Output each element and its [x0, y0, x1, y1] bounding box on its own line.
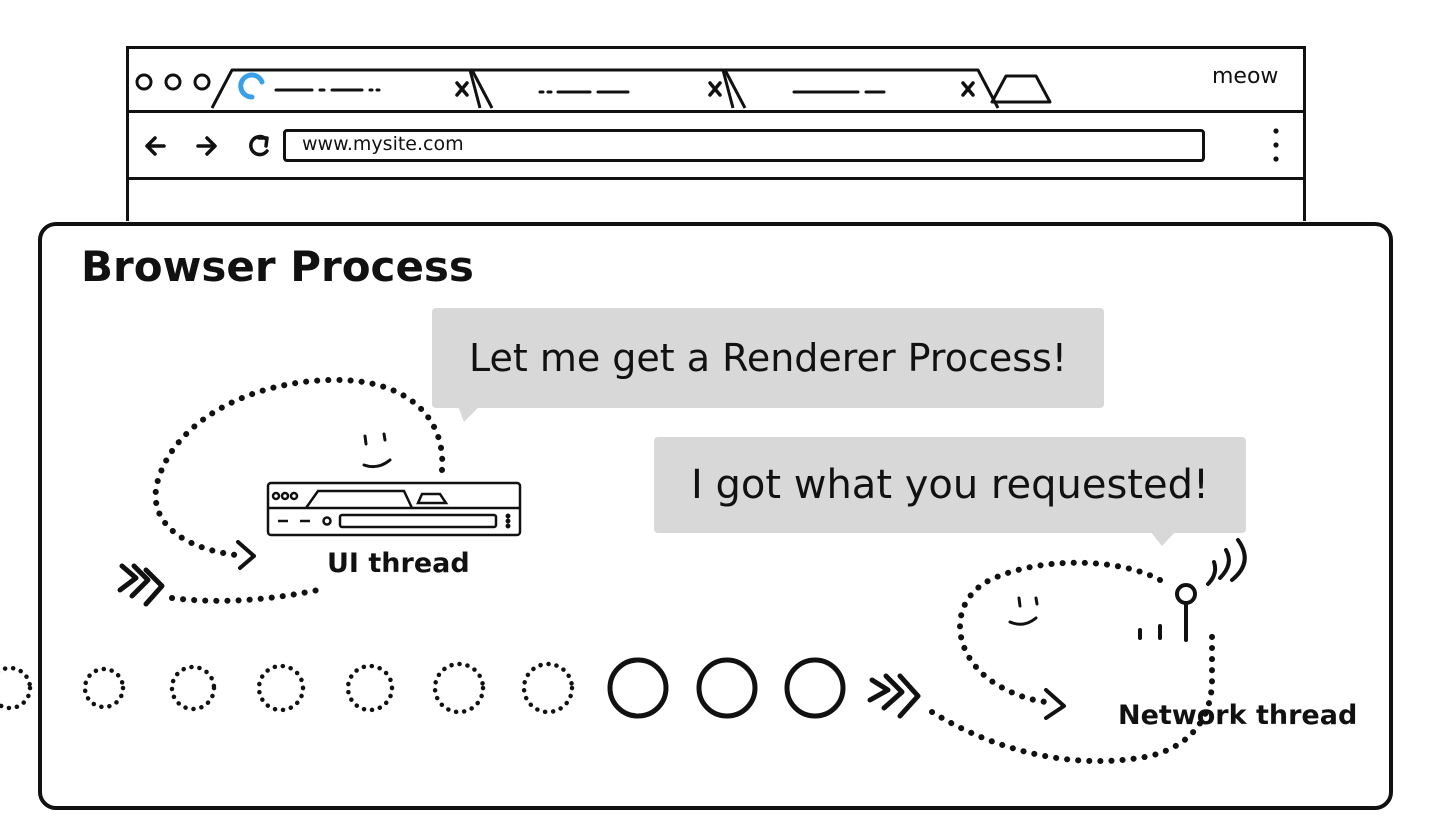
- queue-circle-solid: [784, 657, 846, 719]
- network-thread-face: [1008, 596, 1039, 626]
- brand-label: meow: [1212, 64, 1279, 89]
- ui-thread-label: UI thread: [327, 548, 470, 579]
- ui-tail-dots: [169, 587, 321, 604]
- tab-bar-divider: [129, 110, 1303, 113]
- ui-thread-speech-bubble: Let me get a Renderer Process!: [432, 308, 1104, 408]
- window-control-dot: [135, 73, 153, 91]
- reload-icon: [249, 134, 269, 157]
- network-chevrons-icon: [867, 673, 921, 719]
- new-tab-icon: [990, 74, 1052, 104]
- queue-circle-dotted: [345, 663, 395, 713]
- mini-browser-icon: [266, 481, 522, 537]
- window-controls: [135, 73, 211, 91]
- queue-solid-circles: [607, 657, 846, 719]
- forward-arrow-icon: [196, 136, 217, 156]
- ui-chevrons-icon: [117, 563, 165, 607]
- queue-circle-solid: [696, 657, 758, 719]
- queue-circle-dotted: [432, 661, 486, 715]
- ui-arrowhead: [236, 540, 256, 570]
- network-thread-label: Network thread: [1118, 700, 1358, 731]
- network-thread-loop: [957, 559, 1163, 705]
- ui-thread-face: [362, 432, 392, 469]
- loading-spinner-icon: [238, 72, 265, 100]
- queue-circle-dotted: [0, 665, 33, 711]
- tab-2: [468, 68, 747, 109]
- network-tail-dots: [929, 633, 1215, 764]
- tab-3: [721, 68, 1000, 109]
- queue-circle-dotted: [256, 663, 306, 713]
- queue-dotted-circles: [0, 661, 575, 715]
- tab-1: [210, 68, 494, 109]
- window-control-dot: [164, 73, 182, 91]
- toolbar-divider: [129, 177, 1303, 180]
- queue-circle-dotted: [82, 666, 126, 710]
- process-title: Browser Process: [81, 242, 474, 291]
- window-control-dot: [193, 73, 211, 91]
- kebab-menu-icon: [1273, 128, 1279, 162]
- queue-circle-solid: [607, 657, 669, 719]
- queue-circle-dotted: [521, 661, 575, 715]
- back-arrow-icon: [145, 136, 166, 156]
- network-arrowhead: [1044, 688, 1066, 720]
- queue-circle-dotted: [169, 664, 217, 712]
- ui-thread-loop: [152, 376, 446, 558]
- network-thread-speech-text: I got what you requested!: [690, 462, 1210, 508]
- address-text: www.mysite.com: [302, 133, 464, 155]
- close-icon: [455, 81, 975, 97]
- ui-thread-speech-text: Let me get a Renderer Process!: [468, 336, 1068, 380]
- address-bar[interactable]: [283, 129, 1205, 162]
- antenna-icon: [1138, 538, 1247, 642]
- network-thread-speech-bubble: I got what you requested!: [654, 437, 1246, 533]
